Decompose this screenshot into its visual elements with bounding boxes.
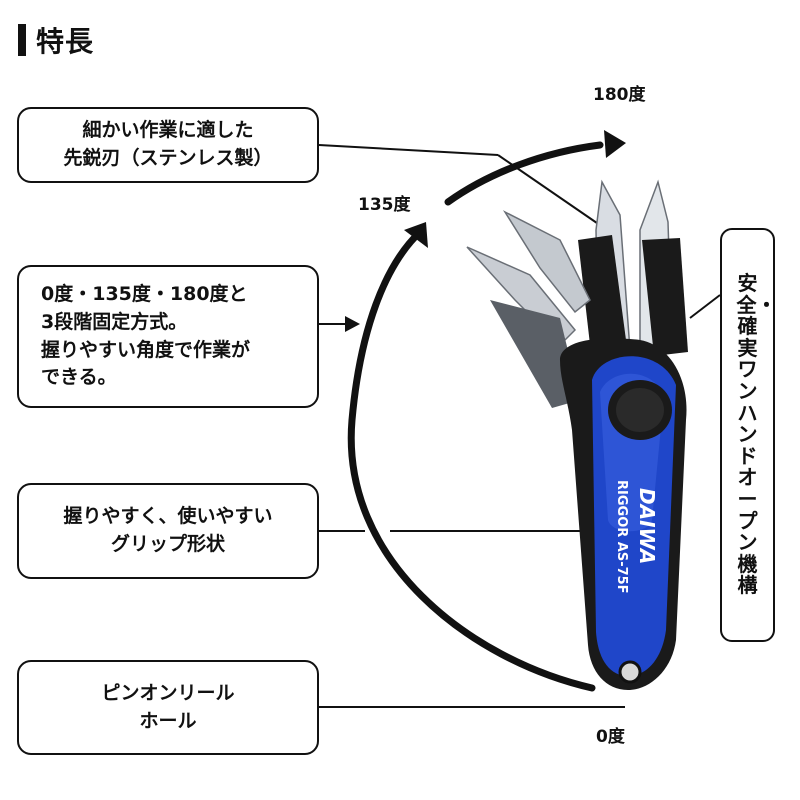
blade-pair-180 (578, 179, 688, 362)
callout-line: ホール (139, 709, 197, 732)
section-heading: 特長 (18, 20, 94, 60)
pin-on-reel-hole (618, 660, 642, 684)
callout-line: グリップ形状 (110, 533, 225, 555)
handle-body: DAIWA RIGGOR AS-75F (560, 338, 687, 690)
blade-pair-135 (466, 210, 591, 408)
heading-bar (18, 24, 26, 56)
leader-blade (318, 144, 499, 156)
callout-line: ピンオンリール (101, 681, 235, 704)
callout-line: 3段階固定方式。 (41, 310, 188, 333)
section-title: 特長 (36, 25, 95, 58)
callout-line: 先鋭刃（ステンレス製） (63, 147, 273, 169)
leader-lock (689, 294, 721, 319)
callout-line: 細かい作業に適した (82, 119, 254, 142)
callout-line: できる。 (41, 366, 117, 389)
callout-pin-hole: ピンオンリール ホール (17, 660, 319, 755)
brand-logo: DAIWA (635, 488, 659, 564)
angle-arc-0-135 (347, 228, 596, 692)
leader-angle-arrow (345, 316, 360, 332)
model-name: RIGGOR AS-75F (614, 480, 629, 594)
arrow-head-135 (404, 222, 428, 248)
angle-label-135: 135度 (358, 195, 411, 215)
callout-angle-lock: 0度・135度・180度と 3段階固定方式。 握りやすい角度で作業が できる。 (17, 265, 319, 408)
arrow-head-180 (604, 130, 626, 158)
callout-line: 0度・135度・180度と (41, 283, 248, 306)
callout-blade: 細かい作業に適した 先鋭刃（ステンレス製） (17, 107, 319, 183)
callout-line: 握りやすい角度で作業が (41, 338, 251, 361)
angle-label-0: 0度 (596, 727, 625, 747)
callout-line: 握りやすく、使いやすい (63, 505, 273, 528)
callout-one-hand-open: 安全・確実ワンハンドオープン機構 (720, 228, 777, 642)
angle-label-180: 180度 (593, 85, 646, 105)
vertical-text: 安全・確実ワンハンドオープン機構 (736, 271, 777, 598)
leader-blade-2 (497, 154, 611, 233)
callout-grip: 握りやすく、使いやすい グリップ形状 (17, 483, 319, 579)
angle-arc-135-180 (444, 141, 604, 206)
